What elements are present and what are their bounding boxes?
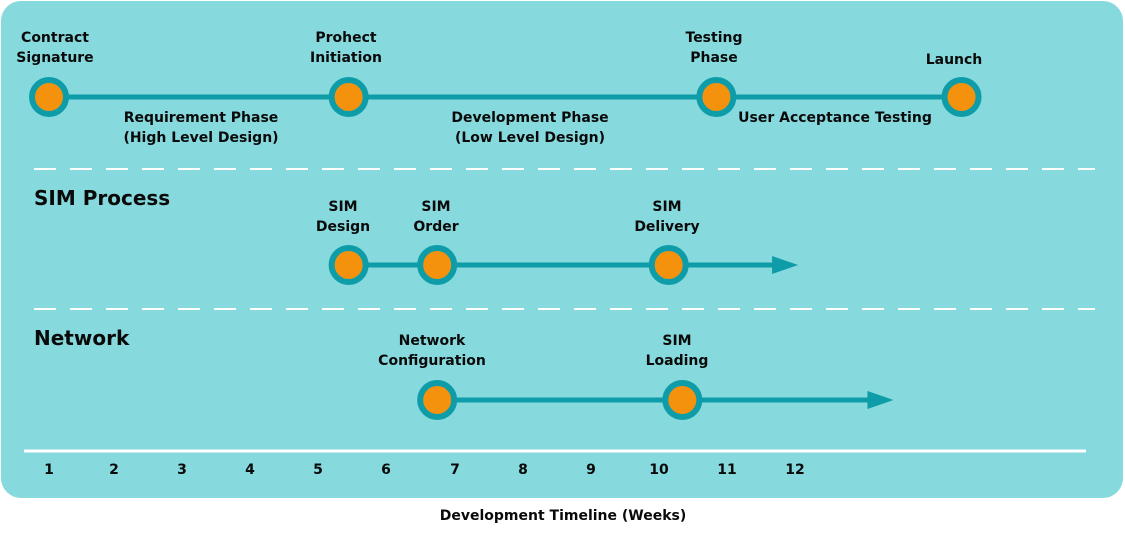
- milestone-label-testing-phase: Testing Phase: [685, 30, 743, 66]
- section-title-network: Network: [34, 326, 130, 350]
- sim-milestone-node-2: [417, 245, 458, 285]
- milestone-label-network-configuration: Network Configuration: [378, 333, 486, 369]
- milestone-label-project-initiation: Prohect Initiation: [310, 30, 382, 66]
- axis-tick-11: 11: [717, 462, 737, 478]
- top-milestone-node-4: [941, 77, 982, 117]
- phase-label-development: Development Phase (Low Level Design): [451, 110, 609, 146]
- axis-tick-6: 6: [381, 462, 391, 478]
- axis-tick-5: 5: [313, 462, 323, 478]
- sim-arrowhead: [772, 256, 799, 274]
- network-arrowhead: [867, 391, 894, 409]
- milestone-label-sim-design: SIM Design: [315, 199, 371, 235]
- timeline-panel: [1, 1, 1123, 498]
- sim-milestone-node-1: [328, 245, 369, 285]
- axis-tick-10: 10: [649, 462, 669, 478]
- section-title-sim-process: SIM Process: [34, 186, 171, 210]
- axis-caption: Development Timeline (Weeks): [439, 508, 687, 524]
- axis-tick-1: 1: [44, 462, 54, 478]
- network-milestone-node-1: [417, 380, 458, 420]
- axis-tick-8: 8: [518, 462, 528, 478]
- axis-tick-12: 12: [785, 462, 805, 478]
- top-milestone-node-1: [29, 77, 69, 117]
- axis-tick-4: 4: [245, 462, 255, 478]
- milestone-label-sim-order: SIM Order: [413, 199, 459, 235]
- top-milestone-node-3: [696, 77, 737, 117]
- network-milestone-node-2: [662, 380, 703, 420]
- axis-tick-2: 2: [109, 462, 119, 478]
- milestone-label-contract-signature: Contract Signature: [16, 30, 94, 66]
- phase-label-requirement: Requirement Phase (High Level Design): [123, 110, 279, 146]
- axis-tick-9: 9: [586, 462, 596, 478]
- milestone-label-launch: Launch: [925, 52, 983, 68]
- phase-label-uat: User Acceptance Testing: [738, 110, 932, 126]
- milestone-label-sim-loading: SIM Loading: [645, 333, 709, 369]
- axis-tick-3: 3: [177, 462, 187, 478]
- axis-tick-7: 7: [450, 462, 460, 478]
- milestone-label-sim-delivery: SIM Delivery: [634, 199, 700, 235]
- sim-milestone-node-3: [648, 245, 689, 285]
- top-milestone-node-2: [328, 77, 369, 117]
